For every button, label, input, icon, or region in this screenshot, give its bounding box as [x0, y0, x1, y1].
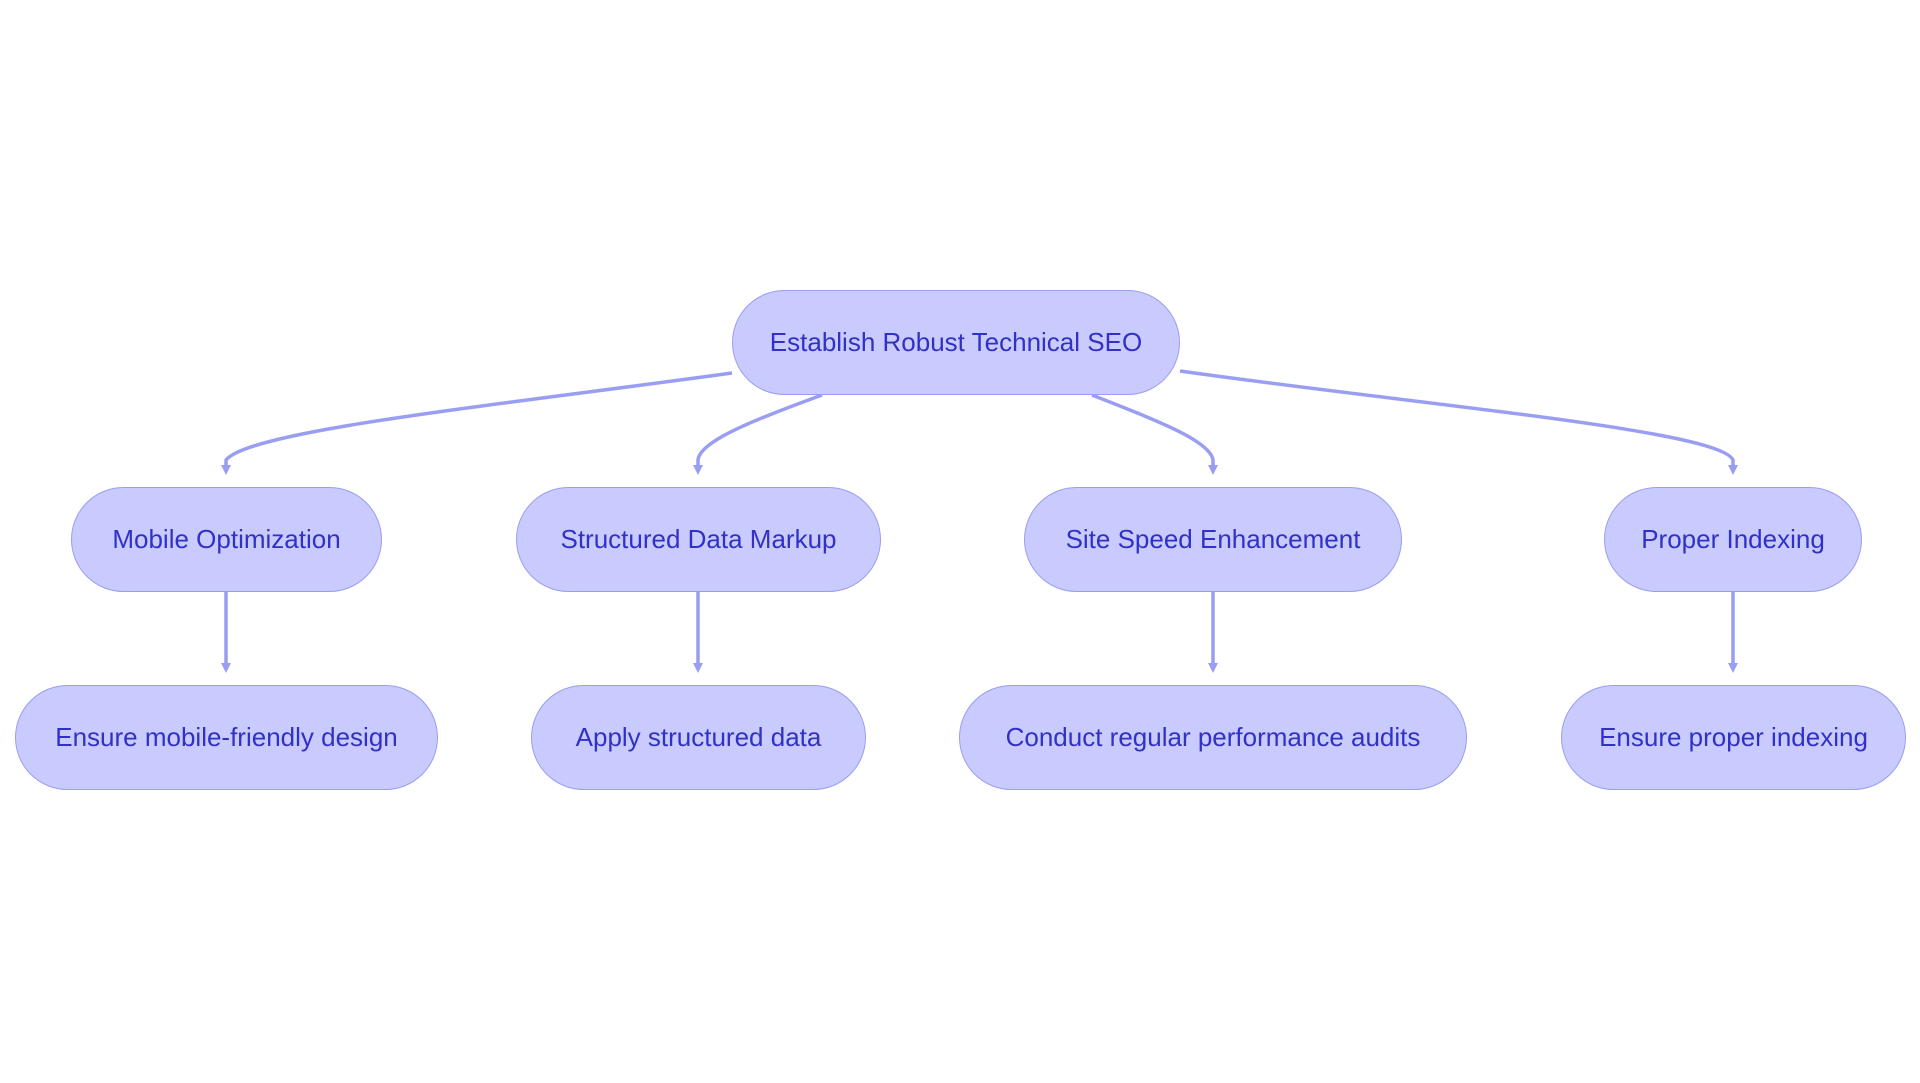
node-mobile-optimization: Mobile Optimization — [71, 487, 382, 592]
node-ensure-mobile-friendly-design: Ensure mobile-friendly design — [15, 685, 438, 790]
node-conduct-regular-performance-audits: Conduct regular performance audits — [959, 685, 1467, 790]
edge-root-to-structured-data-markup — [693, 393, 823, 475]
node-structured-data-markup: Structured Data Markup — [516, 487, 881, 592]
node-proper-indexing: Proper Indexing — [1604, 487, 1862, 592]
node-apply-structured-data: Apply structured data — [531, 685, 866, 790]
edge-root-to-mobile-optimization — [221, 371, 733, 475]
node-ensure-proper-indexing: Ensure proper indexing — [1561, 685, 1906, 790]
edge-root-to-proper-indexing — [1179, 369, 1738, 475]
edge-root-to-site-speed-enhancement — [1091, 393, 1218, 475]
node-establish-robust-technical-seo: Establish Robust Technical SEO — [732, 290, 1180, 395]
node-site-speed-enhancement: Site Speed Enhancement — [1024, 487, 1402, 592]
